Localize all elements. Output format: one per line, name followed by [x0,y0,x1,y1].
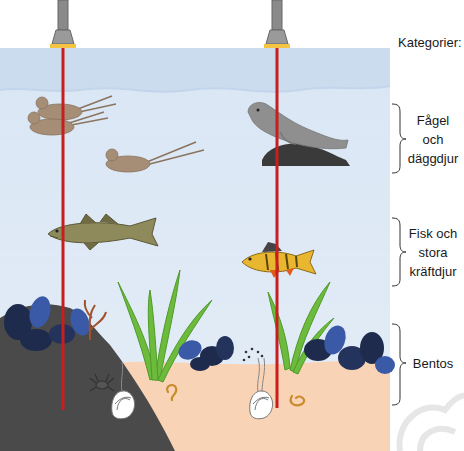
mussels [4,294,93,351]
category-label: Fågel och däggdjur [406,111,460,168]
watermark [399,396,464,451]
duck [28,96,204,172]
category-label: Fisk och stora kräftdjur [406,224,460,281]
bracket [392,104,406,405]
mussels [304,322,395,374]
seal [248,102,350,166]
lamp [50,0,290,48]
crab [90,374,114,391]
surface-band [0,48,390,92]
bubbles [243,348,264,362]
algae [85,300,106,340]
mussels [175,336,234,371]
clam [112,358,273,419]
worm [167,385,304,405]
category-label: Bentos [406,354,460,373]
water [0,48,390,451]
surface-wave [0,86,390,92]
light-beam [63,48,277,410]
seagrass [118,270,212,382]
perch [242,242,316,278]
heading-label: Kategorier: [398,33,462,52]
